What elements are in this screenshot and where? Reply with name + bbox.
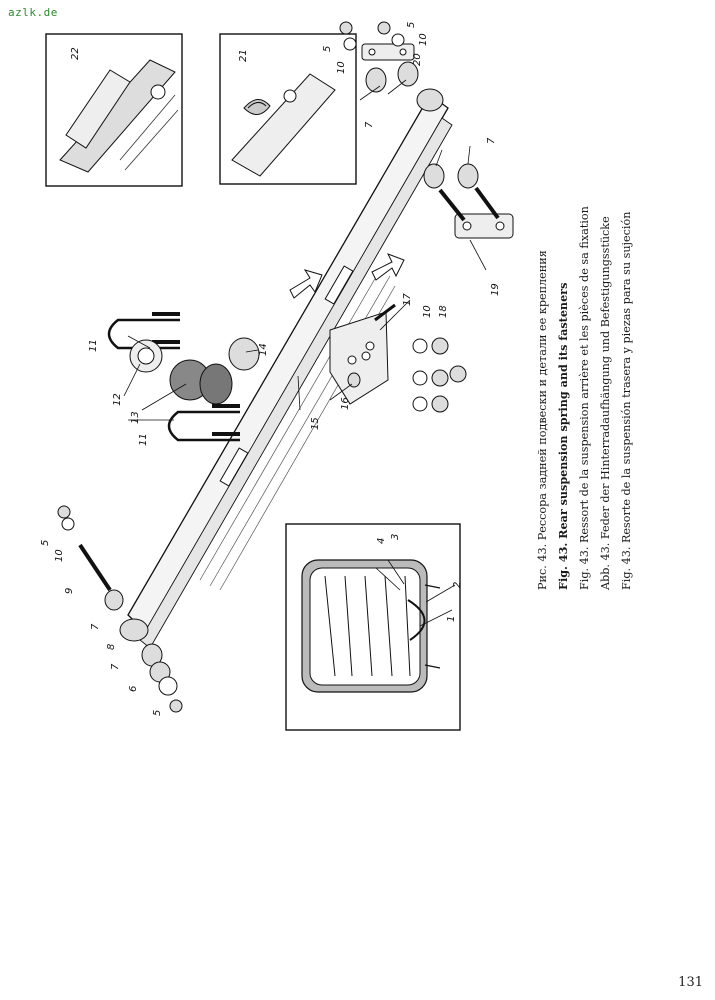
callout-7d: 7 — [486, 137, 497, 144]
callout-5b: 5 — [152, 710, 163, 716]
front-eye-parts — [57, 505, 183, 713]
callout-22: 22 — [70, 47, 81, 60]
page-number: 131 — [678, 975, 703, 990]
callout-10c: 10 — [418, 33, 429, 46]
callout-8: 8 — [106, 644, 117, 650]
callout-11b: 11 — [138, 433, 149, 446]
callout-10d: 10 — [422, 305, 433, 318]
callout-21: 21 — [238, 49, 249, 62]
inset-detail-22 — [45, 33, 183, 187]
mounting-bracket — [329, 303, 467, 413]
callout-10a: 10 — [54, 549, 65, 562]
callout-11a: 11 — [88, 339, 99, 352]
callout-7b: 7 — [110, 663, 121, 670]
inset-cross-section — [285, 523, 461, 731]
site-watermark: azlk.de — [8, 6, 58, 19]
u-bolt-upper — [107, 312, 180, 350]
callout-13: 13 — [130, 411, 141, 424]
figure-caption: Рис. 43. Рессора задней подвески и детал… — [532, 0, 637, 590]
u-bolt-lower — [167, 404, 240, 442]
callout-10b: 10 — [336, 61, 347, 74]
callout-1: 1 — [446, 616, 457, 622]
caption-english: Fig. 43. Rear suspension spring and its … — [556, 282, 570, 590]
shackle-plate-top — [339, 21, 419, 93]
callout-5d: 5 — [406, 22, 417, 28]
caption-german: Abb. 43. Feder der Hinterradaufhängung u… — [599, 216, 612, 590]
caption-russian: Рис. 43. Рессора задней подвески и детал… — [536, 250, 549, 590]
callout-leaders — [123, 79, 487, 627]
callout-14: 14 — [258, 343, 269, 356]
callout-6: 6 — [128, 686, 139, 692]
callout-12: 12 — [112, 393, 123, 406]
callout-7a: 7 — [90, 623, 101, 630]
caption-spanish: Fig. 43. Resorte de la suspensión traser… — [620, 211, 633, 590]
callout-15: 15 — [310, 417, 321, 430]
callout-numbers: 1 2 3 4 5 5 5 5 6 7 7 7 7 8 9 10 10 10 1… — [40, 22, 501, 716]
spring-shackle — [423, 163, 514, 239]
inset-detail-21 — [219, 33, 357, 185]
callout-17: 17 — [402, 293, 413, 306]
callout-19: 19 — [490, 283, 501, 296]
callout-2: 2 — [452, 582, 463, 588]
spring-pad-parts — [129, 337, 260, 405]
callout-7c: 7 — [364, 121, 375, 128]
callout-4: 4 — [376, 538, 387, 544]
callout-18: 18 — [438, 305, 449, 318]
callout-5a: 5 — [40, 540, 51, 546]
callout-16: 16 — [340, 397, 351, 410]
callout-9: 9 — [64, 588, 75, 594]
callout-20: 20 — [412, 53, 423, 66]
caption-french: Fig. 43. Ressort de la suspension arrièr… — [578, 206, 591, 590]
callout-5c: 5 — [322, 46, 333, 52]
callout-3: 3 — [390, 534, 401, 540]
